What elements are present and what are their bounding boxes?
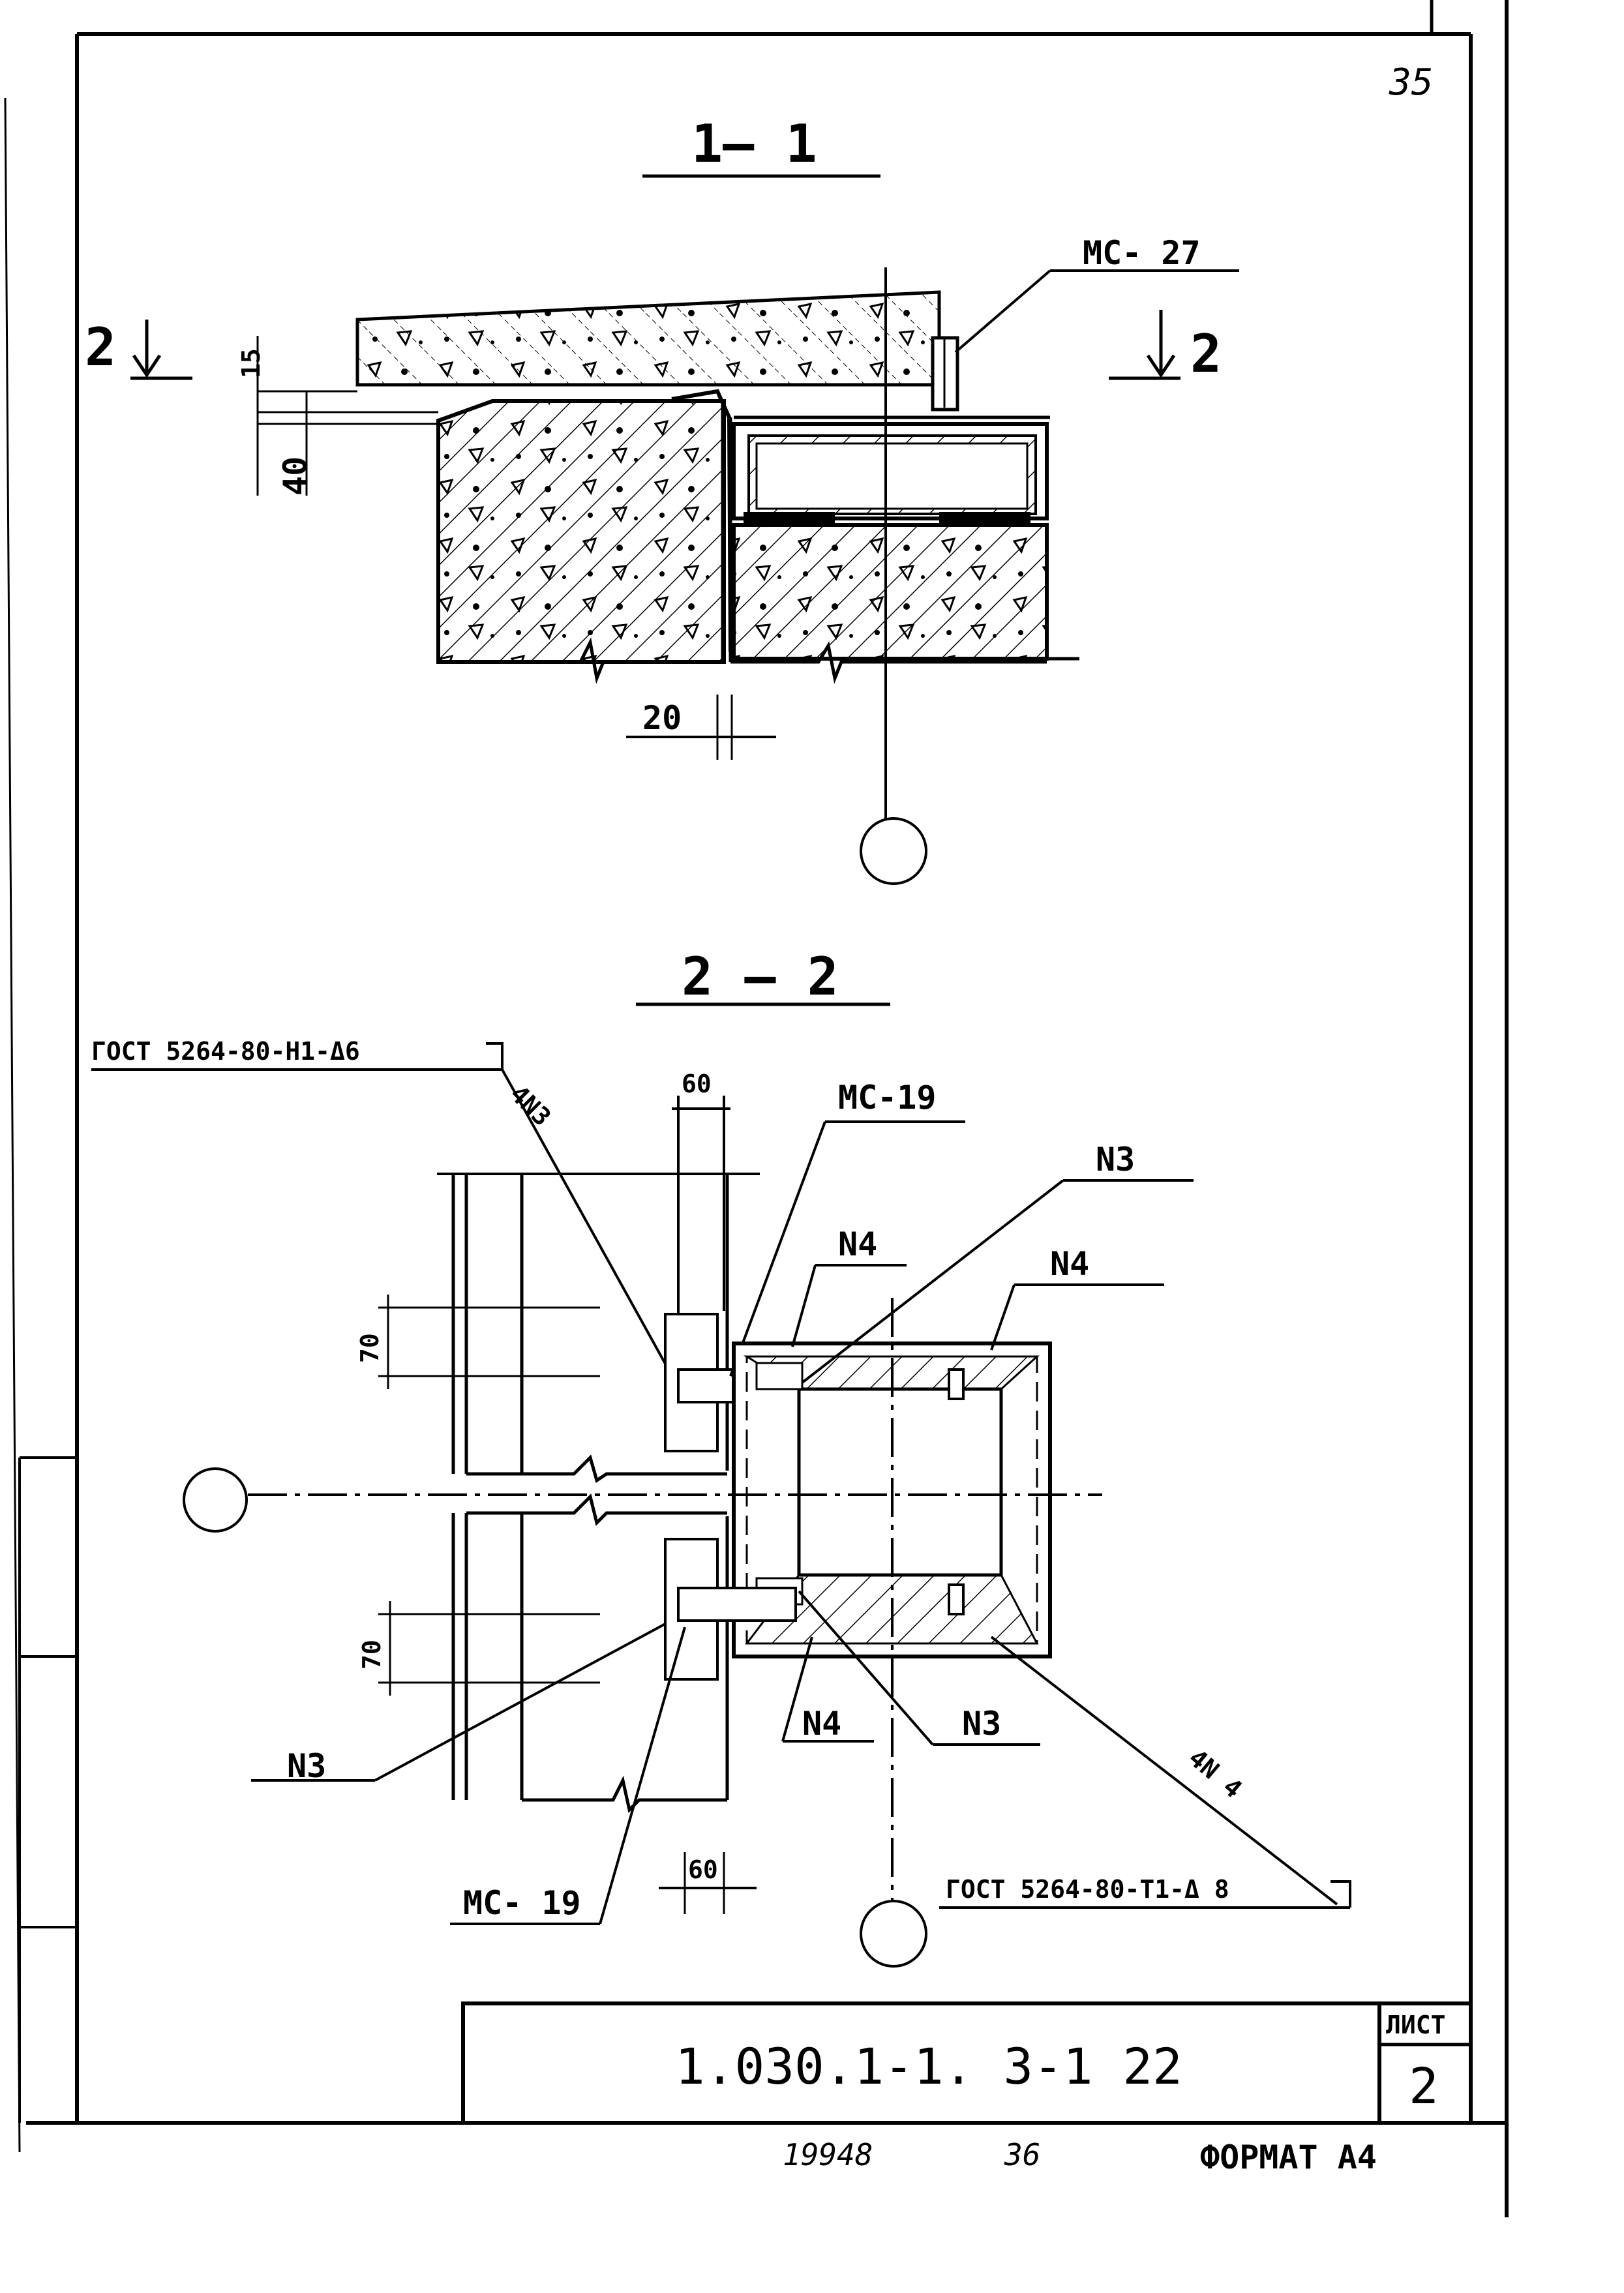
section-2-2: 2 — 2 ГОСТ 5264-80-Н1-Δ6 4N3 60 <box>91 946 1351 1968</box>
label-n3-left: N3 <box>287 1747 326 1785</box>
footer: 19948 36 ФОРМАТ А4 <box>783 2137 1377 2176</box>
svg-text:2: 2 <box>85 317 116 378</box>
gost-bottom-count: 4N 4 <box>1183 1743 1247 1804</box>
sheet-label: ЛИСТ <box>1386 2011 1446 2039</box>
label-n3-bottom: N3 <box>962 1705 1001 1743</box>
cut-marker-left: 2 <box>85 317 192 380</box>
dim-40: 40 <box>277 457 314 496</box>
dim-20: 20 <box>642 699 682 737</box>
document-code: 1.030.1-1. 3-1 22 <box>675 2037 1182 2095</box>
label-mc19-top: MC-19 <box>838 1079 937 1117</box>
label-n3-top: N3 <box>1096 1141 1135 1178</box>
connector-plate <box>671 389 732 653</box>
page-number-handwritten: 35 <box>1389 61 1433 104</box>
cut-marker-right: 2 <box>1109 310 1222 384</box>
section-1-1: 1— 1 2 2 MC- 27 <box>85 113 1239 885</box>
svg-text:2: 2 <box>1190 323 1222 384</box>
dim-60-bottom: 60 <box>688 1855 718 1884</box>
dim-70-upper: 70 <box>355 1333 384 1363</box>
label-mc27: MC- 27 <box>1083 234 1201 272</box>
section-1-title: 1— 1 <box>691 113 817 174</box>
label-n4-top-right: N4 <box>1050 1245 1089 1283</box>
dim-60-top: 60 <box>682 1070 712 1098</box>
sheet-number: 2 <box>1409 2057 1439 2115</box>
axis-bubble-2-bottom <box>860 1900 927 1968</box>
gost-weld-top: ГОСТ 5264-80-Н1-Δ6 <box>91 1037 360 1066</box>
copy-number: 36 <box>1004 2137 1040 2172</box>
dim-70-lower: 70 <box>357 1640 386 1670</box>
label-mc19-bottom: MC- 19 <box>463 1884 581 1922</box>
axis-bubble-2-left <box>183 1467 248 1533</box>
axis-bubble-1 <box>860 817 927 885</box>
wall-panel <box>437 1173 760 1813</box>
gost-weld-bottom: ГОСТ 5264-80-Т1-Δ 8 <box>946 1875 1229 1904</box>
label-n4-top-left: N4 <box>838 1225 877 1263</box>
inventory-number: 19948 <box>783 2137 873 2172</box>
format-label: ФОРМАТ А4 <box>1200 2138 1377 2176</box>
title-block: 1.030.1-1. 3-1 22 ЛИСТ 2 <box>461 2001 1473 2125</box>
section-2-title: 2 — 2 <box>682 946 839 1007</box>
label-n4-bottom: N4 <box>802 1705 841 1743</box>
dim-15: 15 <box>237 348 265 378</box>
